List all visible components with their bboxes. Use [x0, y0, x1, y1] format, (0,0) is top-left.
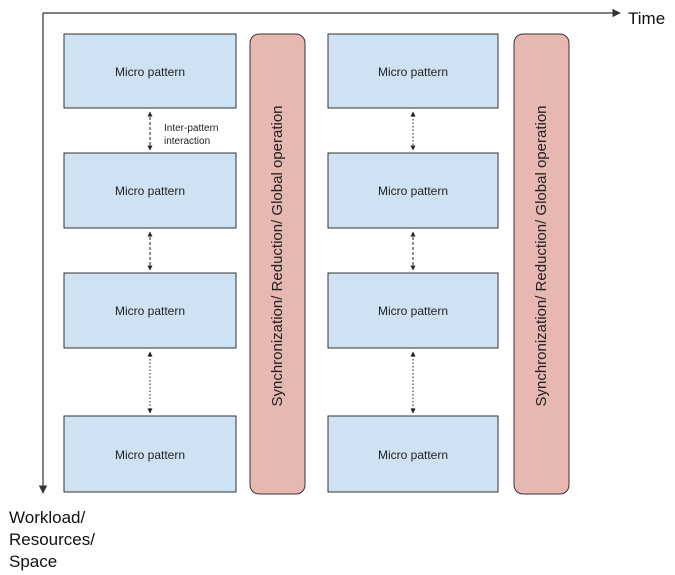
sync-bar-label: Synchronization/ Reduction/ Global opera… [269, 105, 286, 406]
micro-pattern-box: Micro pattern [327, 415, 499, 493]
micro-pattern-box: Micro pattern [327, 272, 499, 349]
micro-pattern-box: Micro pattern [63, 415, 237, 493]
space-axis-label-line-1: Workload/ [9, 508, 85, 527]
space-axis-label: Workload/ Resources/ Space [9, 508, 100, 571]
micro-pattern-label: Micro pattern [378, 184, 448, 198]
micro-pattern-box: Micro pattern [63, 152, 237, 229]
interaction-note: Inter-pattern interaction [164, 123, 221, 147]
sync-bar: Synchronization/ Reduction/ Global opera… [249, 33, 306, 495]
sync-bar: Synchronization/ Reduction/ Global opera… [513, 33, 570, 495]
micro-pattern-label: Micro pattern [378, 304, 448, 318]
interaction-note-line-1: Inter-pattern [164, 123, 218, 134]
space-axis-label-line-2: Resources/ [9, 530, 95, 549]
micro-pattern-box: Micro pattern [327, 33, 499, 109]
micro-pattern-box: Micro pattern [327, 152, 499, 229]
sync-bar-label: Synchronization/ Reduction/ Global opera… [533, 105, 550, 406]
column-1: Micro pattern Micro pattern Micro patter… [63, 33, 237, 493]
micro-pattern-label: Micro pattern [115, 448, 185, 462]
column-2: Micro pattern Micro pattern Micro patter… [327, 33, 499, 493]
micro-pattern-label: Micro pattern [115, 184, 185, 198]
micro-pattern-label: Micro pattern [115, 304, 185, 318]
micro-pattern-box: Micro pattern [63, 33, 237, 109]
time-axis-label: Time [628, 9, 665, 28]
micro-pattern-label: Micro pattern [115, 65, 185, 79]
space-axis-label-line-3: Space [9, 552, 57, 571]
micro-pattern-box: Micro pattern [63, 272, 237, 349]
micro-pattern-label: Micro pattern [378, 448, 448, 462]
micro-pattern-label: Micro pattern [378, 65, 448, 79]
interaction-note-line-2: interaction [164, 136, 210, 147]
